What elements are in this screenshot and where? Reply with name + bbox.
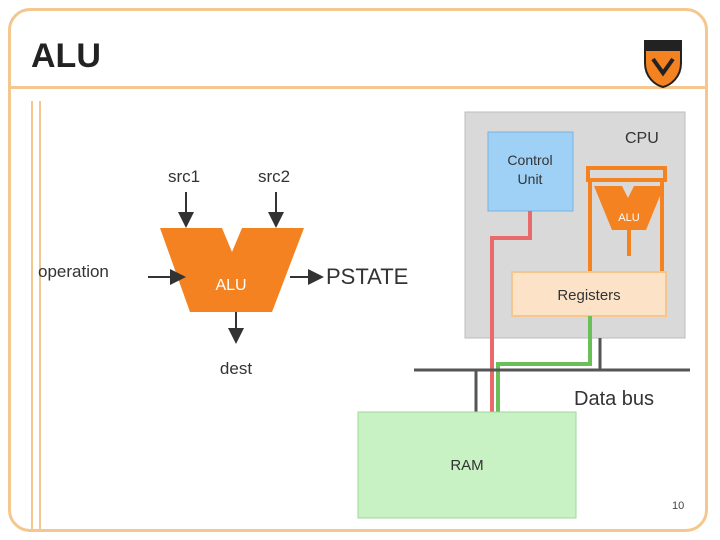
src2-label: src2 [258,167,290,186]
cpu-diagram: CPU Control Unit ALU Registers Data bus … [357,111,690,519]
control-unit-label-line2: Unit [518,171,543,187]
src1-label: src1 [168,167,200,186]
cpu-alu-shape [594,186,664,230]
slide-title: ALU [31,37,101,75]
cpu-alu-label: ALU [618,212,639,224]
ram-label: RAM [450,457,483,474]
alu-diagram: src1 src2 ALU operation PSTATE dest [38,167,408,378]
page-number: 10 [672,500,685,512]
alu-shape [160,228,304,312]
operation-label: operation [38,262,109,281]
left-rule [39,101,41,529]
control-unit-label-line1: Control [507,152,552,168]
cpu-label: CPU [625,130,659,147]
dest-label: dest [220,359,252,378]
left-rule [31,101,33,529]
pstate-label: PSTATE [326,264,408,289]
registers-box [511,271,667,317]
data-signal-line [496,316,592,412]
alu-input-bus [586,166,667,182]
registers-label: Registers [557,287,620,304]
alu-label: ALU [215,277,246,294]
title-bar: ALU [11,11,705,89]
control-unit-box [487,131,574,212]
data-bus-label: Data bus [574,388,654,410]
ram-box [357,411,577,519]
control-signal-line [490,211,532,412]
princeton-shield-icon [644,40,682,89]
